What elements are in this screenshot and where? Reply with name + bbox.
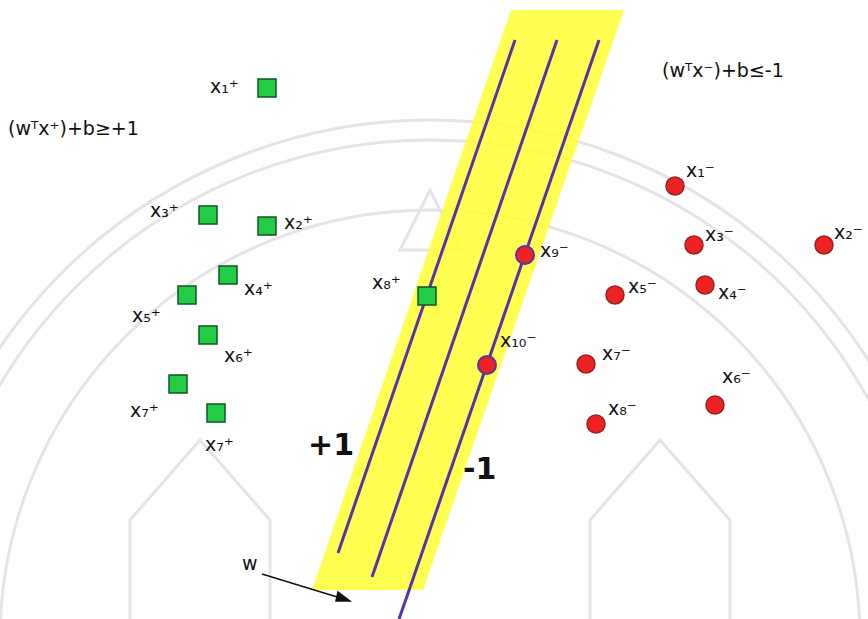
w-pointer [262,574,350,601]
point-label: w [242,553,258,574]
class-label: -1 [463,452,496,485]
point-label: (wᵀx⁺)+b≥+1 [8,118,139,139]
point-label: x₈⁻ [608,398,637,419]
point-label: x₄⁻ [718,282,747,303]
positive-points [169,79,436,422]
point-label: x₂⁻ [834,222,863,243]
point-label: x₁⁻ [686,160,715,181]
point-label: x₆⁺ [224,345,253,366]
class-label: +1 [308,428,354,461]
point-label: x₃⁻ [705,224,734,245]
point-label: x₉⁻ [540,240,569,261]
point-label: x₈⁺ [372,272,401,293]
point-label: x₃⁺ [150,200,179,221]
point-label: x₇⁻ [602,343,631,364]
point-label: x₄⁺ [244,278,273,299]
point-label: x₅⁻ [628,276,657,297]
point-label: x₇⁺ [130,400,159,421]
negative-points [478,177,833,433]
point-label: x₆⁻ [722,366,751,387]
point-label: x₇⁺ [205,434,234,455]
hyperplanes [338,40,599,619]
point-label: x₁⁺ [210,76,239,97]
point-label: x₅⁺ [132,305,161,326]
point-label: x₁₀⁻ [500,330,537,351]
margin-band [312,10,624,590]
point-label: x₂⁺ [284,212,313,233]
point-label: (wᵀx⁻)+b≤-1 [662,60,784,81]
